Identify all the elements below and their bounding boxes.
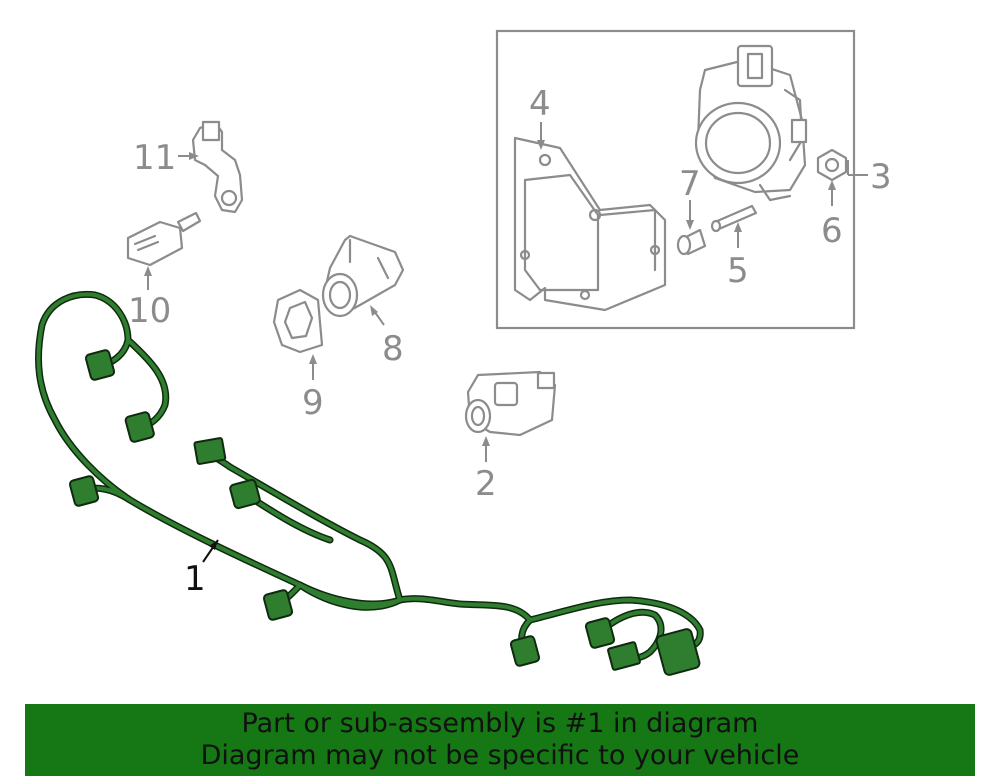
part-6-nut[interactable] [816,148,848,182]
callout-11: 11 [133,138,176,178]
callout-4: 4 [529,84,551,124]
part-3-sensor[interactable] [694,44,808,202]
part-8-holder[interactable] [321,234,405,318]
harness-connector-e [229,478,261,510]
callout-3: 3 [870,157,892,197]
callout-8: 8 [382,329,404,369]
part-4-bracket[interactable] [513,136,667,312]
callout-5: 5 [727,251,749,291]
callout-7: 7 [679,164,701,204]
callout-10: 10 [128,291,171,331]
banner-line-1: Part or sub-assembly is #1 in diagram [241,708,759,739]
callout-6: 6 [821,211,843,251]
harness-connector-f [262,589,294,621]
parts-diagram: 1 2 3 4 5 6 7 8 9 10 11 [35,29,892,676]
info-banner: Part or sub-assembly is #1 in diagram Di… [25,704,975,776]
leader-lines [144,122,868,563]
callout-1: 1 [184,559,206,599]
harness-connector-i [607,641,641,671]
part-11-bracket[interactable] [191,120,244,214]
harness-connector-c [68,475,100,507]
callout-9: 9 [302,383,324,423]
part-5-pin[interactable] [710,204,758,233]
part-2-sensor[interactable] [464,370,557,437]
harness-connector-j [655,628,701,676]
part-1-wiring-harness[interactable] [35,290,704,676]
harness-connector-b [124,411,155,443]
harness-connector-g [509,635,541,667]
harness-connector-a [84,349,116,381]
harness-connector-d [193,437,227,465]
part-7-clip[interactable] [676,228,707,256]
sub-assembly-box [495,29,856,330]
harness-connector-h [584,617,616,649]
part-10-connector[interactable] [126,211,202,267]
part-9-ring[interactable] [272,288,324,354]
callout-2: 2 [475,464,497,504]
banner-line-2: Diagram may not be specific to your vehi… [200,740,800,771]
